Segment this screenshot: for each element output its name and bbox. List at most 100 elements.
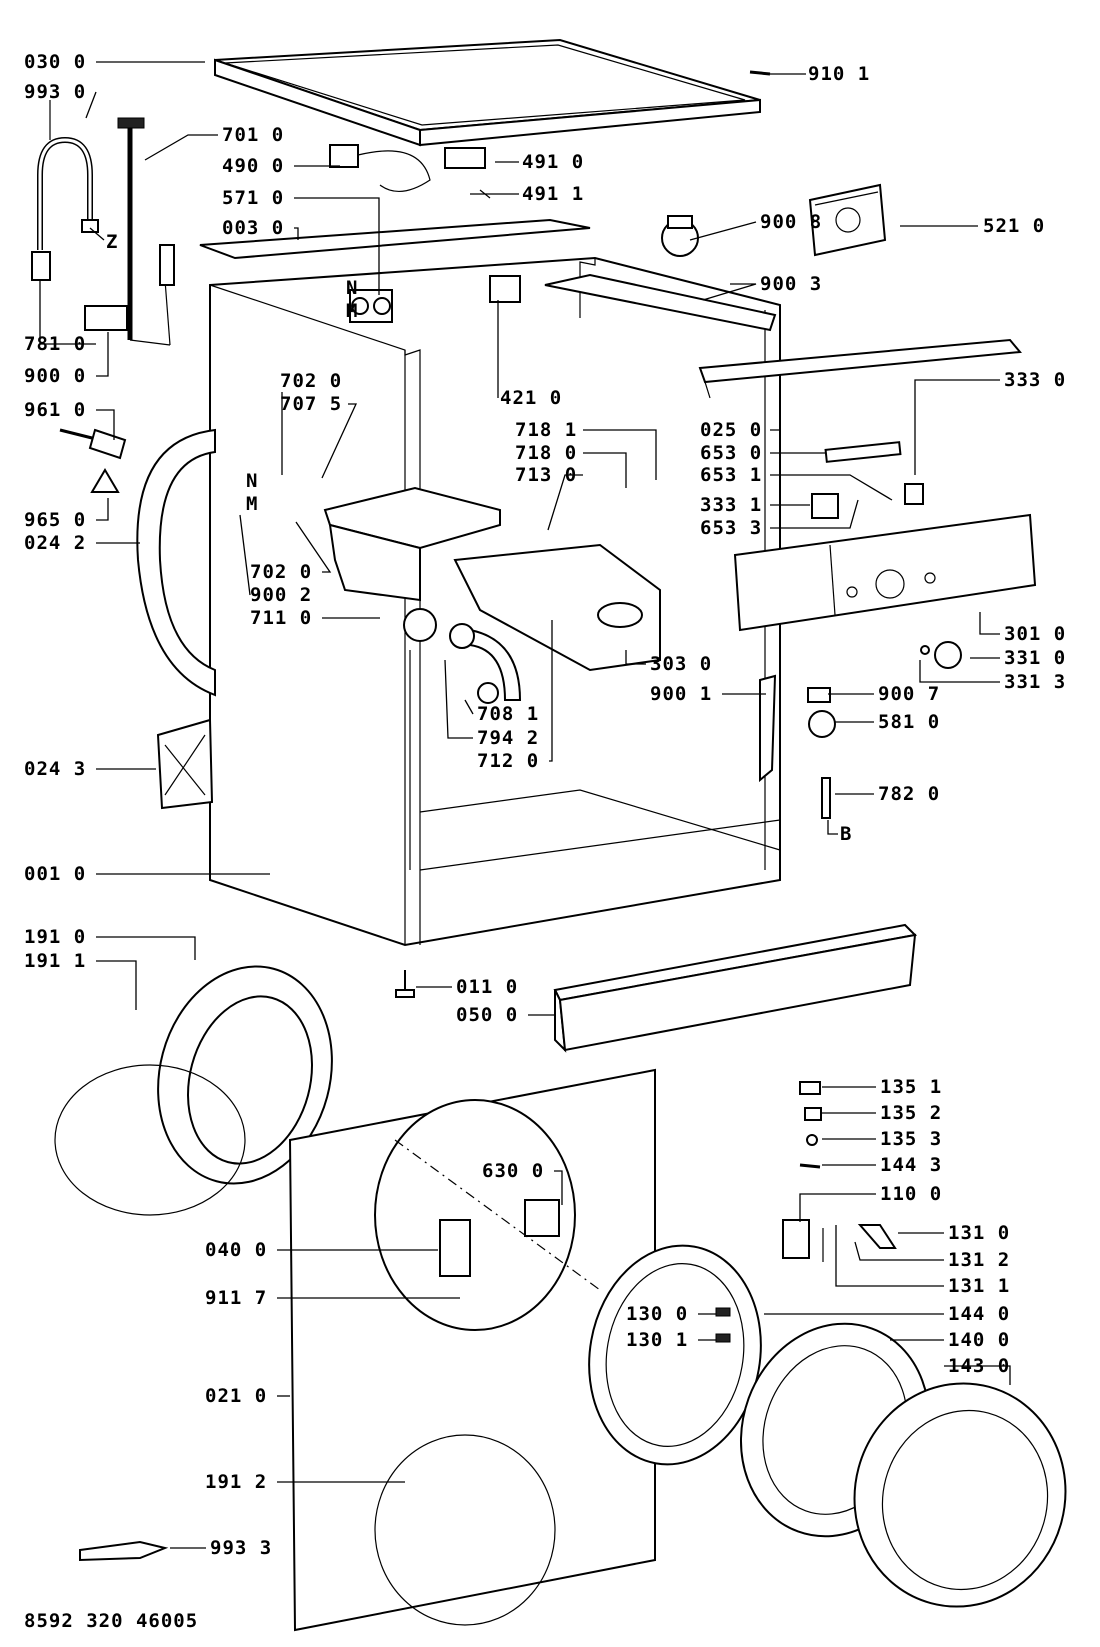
label-993-0: 993 0 [24, 81, 86, 103]
leader-965-0 [96, 498, 109, 521]
label-961-0: 961 0 [24, 399, 86, 421]
label-713-0: 713 0 [515, 464, 577, 486]
pressure-switch [808, 710, 836, 738]
leader-191-1 [96, 960, 137, 1010]
leader-143-0 [944, 1365, 1011, 1385]
label-050-0: 050 0 [456, 1004, 518, 1026]
label-144-3: 144 3 [880, 1154, 942, 1176]
label-653-3: 653 3 [700, 517, 762, 539]
leader-z [89, 227, 105, 241]
label-708-1: 708 1 [477, 703, 539, 725]
label-581-0: 581 0 [878, 711, 940, 733]
leader-702-0b [295, 521, 332, 573]
pump-filter [59, 428, 127, 493]
label-b: B [840, 823, 852, 845]
label-131-0: 131 0 [948, 1222, 1010, 1244]
label-900-2: 900 2 [250, 584, 312, 606]
label-m-top: M [346, 300, 358, 322]
label-n-mid: N [246, 470, 258, 492]
label-718-0: 718 0 [515, 442, 577, 464]
side-rail [544, 273, 777, 332]
leader-lines [39, 61, 1011, 1549]
door-bellows [54, 965, 333, 1216]
hose-clip [821, 777, 831, 819]
adjusting-foot [395, 970, 415, 998]
leader-712-0 [549, 620, 553, 762]
leader-900-3 [702, 283, 757, 301]
bellows [449, 623, 522, 704]
label-911-7: 911 7 [205, 1287, 267, 1309]
label-040-0: 040 0 [205, 1239, 267, 1261]
door-frame [588, 1244, 762, 1466]
leader-794-2 [444, 659, 473, 739]
label-718-1: 718 1 [515, 419, 577, 441]
label-024-3: 024 3 [24, 758, 86, 780]
leader-191-0 [96, 936, 196, 960]
label-421-0: 421 0 [500, 387, 562, 409]
label-900-1: 900 1 [650, 683, 712, 705]
leader-718-0 [583, 452, 627, 488]
label-900-8: 900 8 [760, 211, 822, 233]
label-521-0: 521 0 [983, 215, 1045, 237]
label-702-0b: 702 0 [250, 561, 312, 583]
interference-filter [489, 275, 521, 303]
label-900-7: 900 7 [878, 683, 940, 705]
label-144-0: 144 0 [948, 1303, 1010, 1325]
service-tool [79, 1540, 169, 1562]
hinge-screw [799, 1163, 821, 1169]
pressure-fitting [661, 215, 699, 257]
drawer-lever [759, 674, 777, 783]
front-seal [136, 428, 216, 697]
door-lock [524, 1199, 560, 1237]
leader-653-3 [770, 499, 859, 529]
label-965-0: 965 0 [24, 509, 86, 531]
label-491-1: 491 1 [522, 183, 584, 205]
leader-961-0 [96, 409, 115, 440]
label-001-0: 001 0 [24, 863, 86, 885]
door-ring [853, 1382, 1067, 1608]
hinge-spring [804, 1107, 822, 1121]
leader-131-2 [854, 1241, 944, 1261]
inlet-hose [31, 100, 99, 281]
label-303-0: 303 0 [650, 653, 712, 675]
label-794-2: 794 2 [477, 727, 539, 749]
knob [934, 641, 962, 669]
leader-718-1 [583, 429, 657, 480]
leader-630-0 [554, 1170, 563, 1205]
label-n-top: N [346, 277, 358, 299]
label-130-0: 130 0 [626, 1303, 688, 1325]
label-333-1: 333 1 [700, 494, 762, 516]
label-331-3: 331 3 [1004, 671, 1066, 693]
leader-025-0 [770, 405, 781, 431]
label-135-1: 135 1 [880, 1076, 942, 1098]
leader-131-1 [835, 1225, 944, 1287]
rear-rail [199, 218, 591, 260]
leader-701-0 [144, 134, 218, 161]
label-571-0: 571 0 [222, 187, 284, 209]
front-panel [288, 1068, 656, 1632]
label-135-3: 135 3 [880, 1128, 942, 1150]
door-handle [782, 1219, 810, 1259]
mains-cable [329, 144, 491, 199]
label-993-3: 993 3 [210, 1537, 272, 1559]
water-valve [349, 289, 393, 323]
leader-301-0 [979, 612, 1000, 635]
hinge-pin [799, 1081, 821, 1095]
label-140-0: 140 0 [948, 1329, 1010, 1351]
label-003-0: 003 0 [222, 217, 284, 239]
leader-571-0 [294, 197, 380, 295]
label-702-0a: 702 0 [280, 370, 342, 392]
label-653-1: 653 1 [700, 464, 762, 486]
leader-110-0 [799, 1193, 876, 1222]
label-331-0: 331 0 [1004, 647, 1066, 669]
label-333-0: 333 0 [1004, 369, 1066, 391]
leader-707-5 [321, 403, 358, 479]
label-900-3: 900 3 [760, 273, 822, 295]
label-130-1: 130 1 [626, 1329, 688, 1351]
label-781-0: 781 0 [24, 333, 86, 355]
switch-bracket-small [811, 493, 839, 519]
bracket [824, 441, 902, 463]
top-panel [214, 38, 761, 147]
handle-hook [857, 1224, 897, 1249]
